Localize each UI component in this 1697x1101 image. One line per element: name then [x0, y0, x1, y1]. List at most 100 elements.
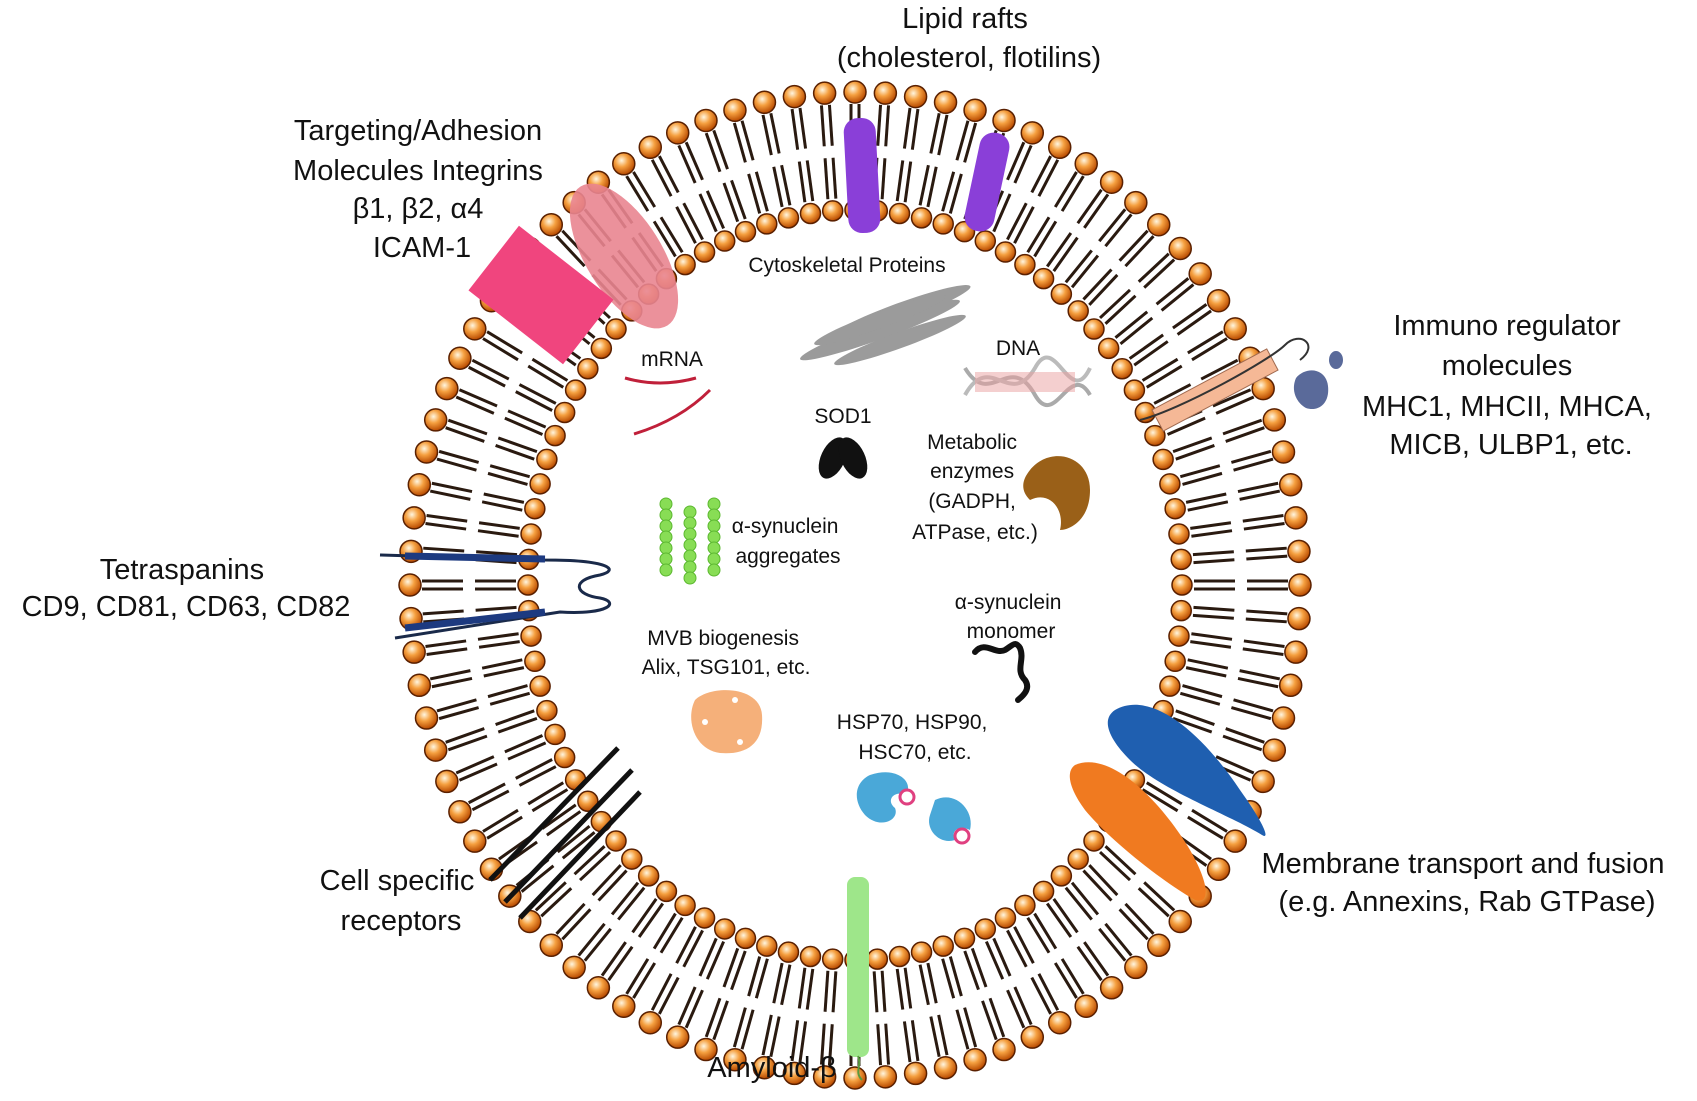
lipid-head [782, 84, 807, 109]
dna-helix [963, 355, 1092, 408]
lipid-head [1164, 650, 1186, 673]
lipid-head [694, 108, 718, 133]
lipid-head [963, 1047, 987, 1072]
lipid-head [1206, 857, 1231, 882]
lipid-head [932, 213, 954, 235]
lipid-head [812, 81, 837, 105]
phospholipid-pair [932, 935, 987, 1072]
phospholipid-pair [612, 152, 696, 276]
lipid-head [1168, 236, 1192, 261]
lipid-head [694, 1037, 718, 1062]
lipid-head [520, 625, 542, 647]
tetraspanins-label: Tetraspanins CD9, CD81, CD63, CD82 [22, 554, 351, 623]
lipid-head [544, 424, 566, 447]
phospholipid-pair [638, 907, 716, 1035]
phospholipid-pair [448, 746, 576, 824]
lipid-head [812, 1065, 837, 1089]
lipid-head [536, 448, 558, 471]
phospholipid-pair [1170, 539, 1311, 571]
lipid-head [1223, 829, 1247, 853]
phospholipid-pair [1097, 262, 1212, 360]
phospholipid-pair [1083, 236, 1192, 340]
lipid-head [1188, 262, 1212, 286]
lipid-head [1271, 706, 1296, 730]
synuclein-bead [707, 519, 721, 533]
hsp-chaperones-shape [856, 772, 971, 845]
synuclein-bead [707, 541, 721, 555]
lipid-head [1032, 880, 1055, 903]
lipid-head [463, 317, 487, 341]
lipid-head [974, 918, 997, 940]
lipid-head [564, 379, 587, 401]
lipid-head [821, 200, 844, 222]
lipid-head [414, 440, 439, 464]
lipid-head [448, 346, 472, 370]
lipid-head [1170, 599, 1192, 622]
lipid-head [1099, 170, 1124, 194]
lipid-head [463, 829, 487, 853]
alpha-synuclein-aggregates-shape [659, 497, 721, 585]
phospholipid-pair [910, 90, 958, 229]
alpha-synuclein-monomer-shape [972, 641, 1031, 703]
lipid-head [693, 907, 716, 929]
lipid-head [994, 907, 1017, 929]
phospholipid-pair [414, 675, 551, 730]
phospholipid-pair [562, 865, 660, 980]
lipid-head [423, 738, 448, 762]
synuclein-bead [707, 552, 721, 566]
lipid-head [756, 935, 778, 957]
phospholipid-pair [812, 81, 844, 222]
synuclein-bead [659, 519, 673, 533]
phospholipid-pair [1164, 472, 1303, 520]
lipid-head [529, 473, 551, 495]
synuclein-bead [707, 508, 721, 522]
lipid-head [553, 746, 576, 769]
phospholipid-pair [1111, 288, 1231, 380]
lipid-head [1152, 448, 1174, 471]
phospholipid-pair [1014, 152, 1098, 276]
lipid-head [843, 1066, 867, 1090]
mvb-protein-shape [691, 690, 763, 754]
lipid-head [1146, 212, 1171, 237]
phospholipid-pair [398, 573, 539, 597]
phospholipid-pair [638, 135, 716, 263]
phospholipid-pair [1152, 408, 1287, 471]
lipid-head [992, 1037, 1016, 1062]
synuclein-bead [683, 505, 697, 519]
lipid-head [888, 945, 911, 968]
lipid-head [963, 98, 987, 123]
tetraspanin [379, 552, 612, 640]
mrna-label: mRNA [641, 348, 703, 371]
phospholipid-pair [910, 941, 958, 1080]
lipid-head [1251, 769, 1275, 794]
synuclein-bead [659, 508, 673, 522]
lipid-head [1074, 152, 1098, 176]
lipid-head [524, 650, 546, 673]
phospholipid-pair [932, 98, 987, 235]
lipid-head [903, 1061, 928, 1086]
lipid-head [953, 927, 976, 950]
lipid-head [777, 207, 800, 229]
lipid-head [665, 121, 690, 145]
phospholipid-pair [694, 927, 757, 1062]
lipid-head [605, 830, 627, 852]
lipid-head [544, 723, 566, 746]
lipid-head [1083, 830, 1105, 852]
cell-receptors-label: Cell specific receptors [320, 865, 483, 937]
phospholipid-pair [423, 408, 558, 471]
lipid-head [821, 948, 844, 970]
phospholipid-pair [1168, 625, 1308, 664]
synuclein-bead [707, 563, 721, 577]
mrna-strands [624, 376, 712, 436]
lipid-head [1047, 1010, 1072, 1035]
lipid-head [1262, 408, 1287, 432]
lipid-head [1287, 539, 1311, 564]
lipid-head [665, 1025, 690, 1049]
lipid-head [1014, 253, 1036, 276]
phospholipid-pair [782, 945, 822, 1086]
metabolic-enzymes-label: Metabolic enzymes (GADPH, ATPase, etc.) [912, 431, 1038, 544]
phospholipid-pair [1067, 848, 1171, 958]
phospholipid-pair [435, 376, 566, 447]
lipid-head [517, 574, 539, 596]
